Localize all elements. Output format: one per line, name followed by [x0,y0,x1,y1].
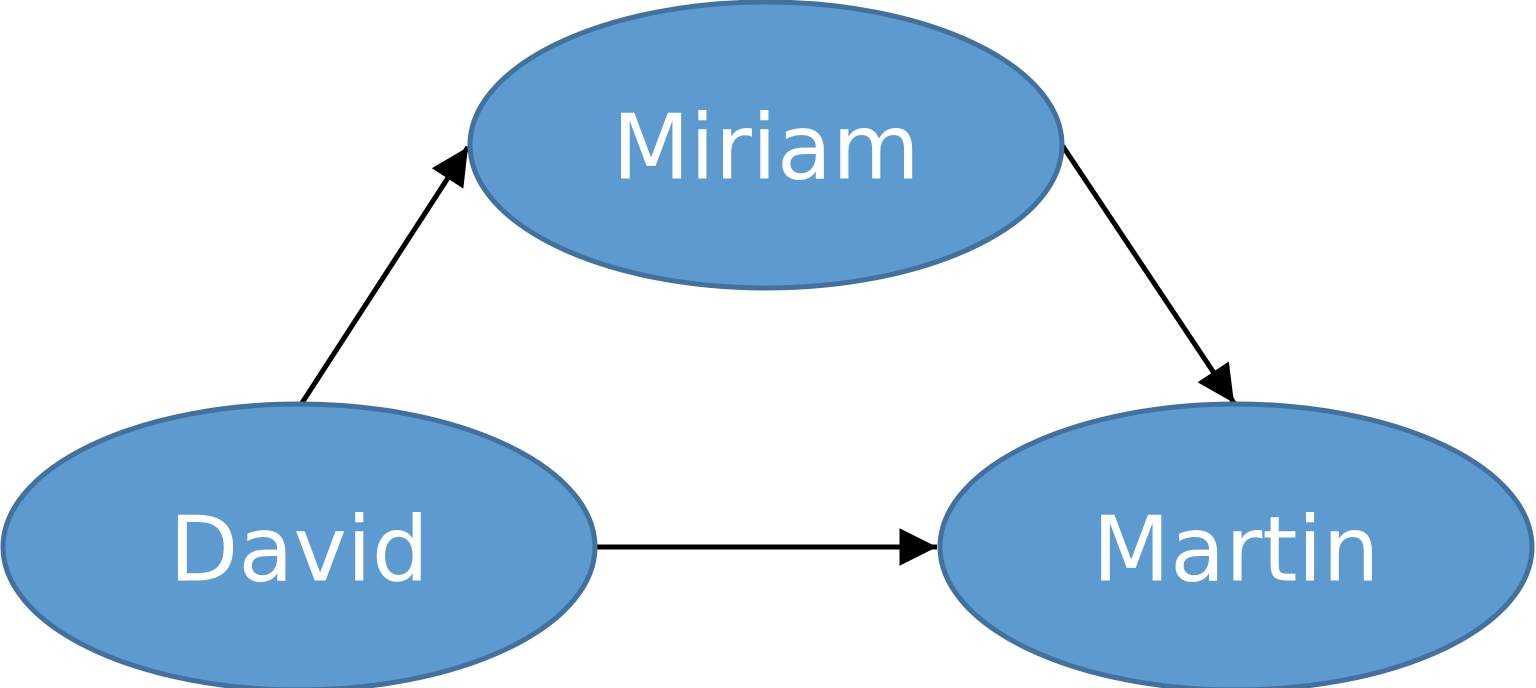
node-david-shape [0,401,598,688]
node-david: David [0,401,598,688]
edges-layer [297,143,1237,566]
node-miriam: Miriam [467,0,1065,291]
edge-miriam-to-martin [1059,143,1237,405]
node-miriam-label: Miriam [612,96,920,201]
edge-david-to-miriam [297,145,471,408]
node-martin: Martin [937,401,1535,688]
node-martin-shape [937,401,1535,688]
node-miriam-shape [467,0,1065,291]
node-david-label: David [169,498,429,603]
node-martin-label: Martin [1092,498,1379,603]
